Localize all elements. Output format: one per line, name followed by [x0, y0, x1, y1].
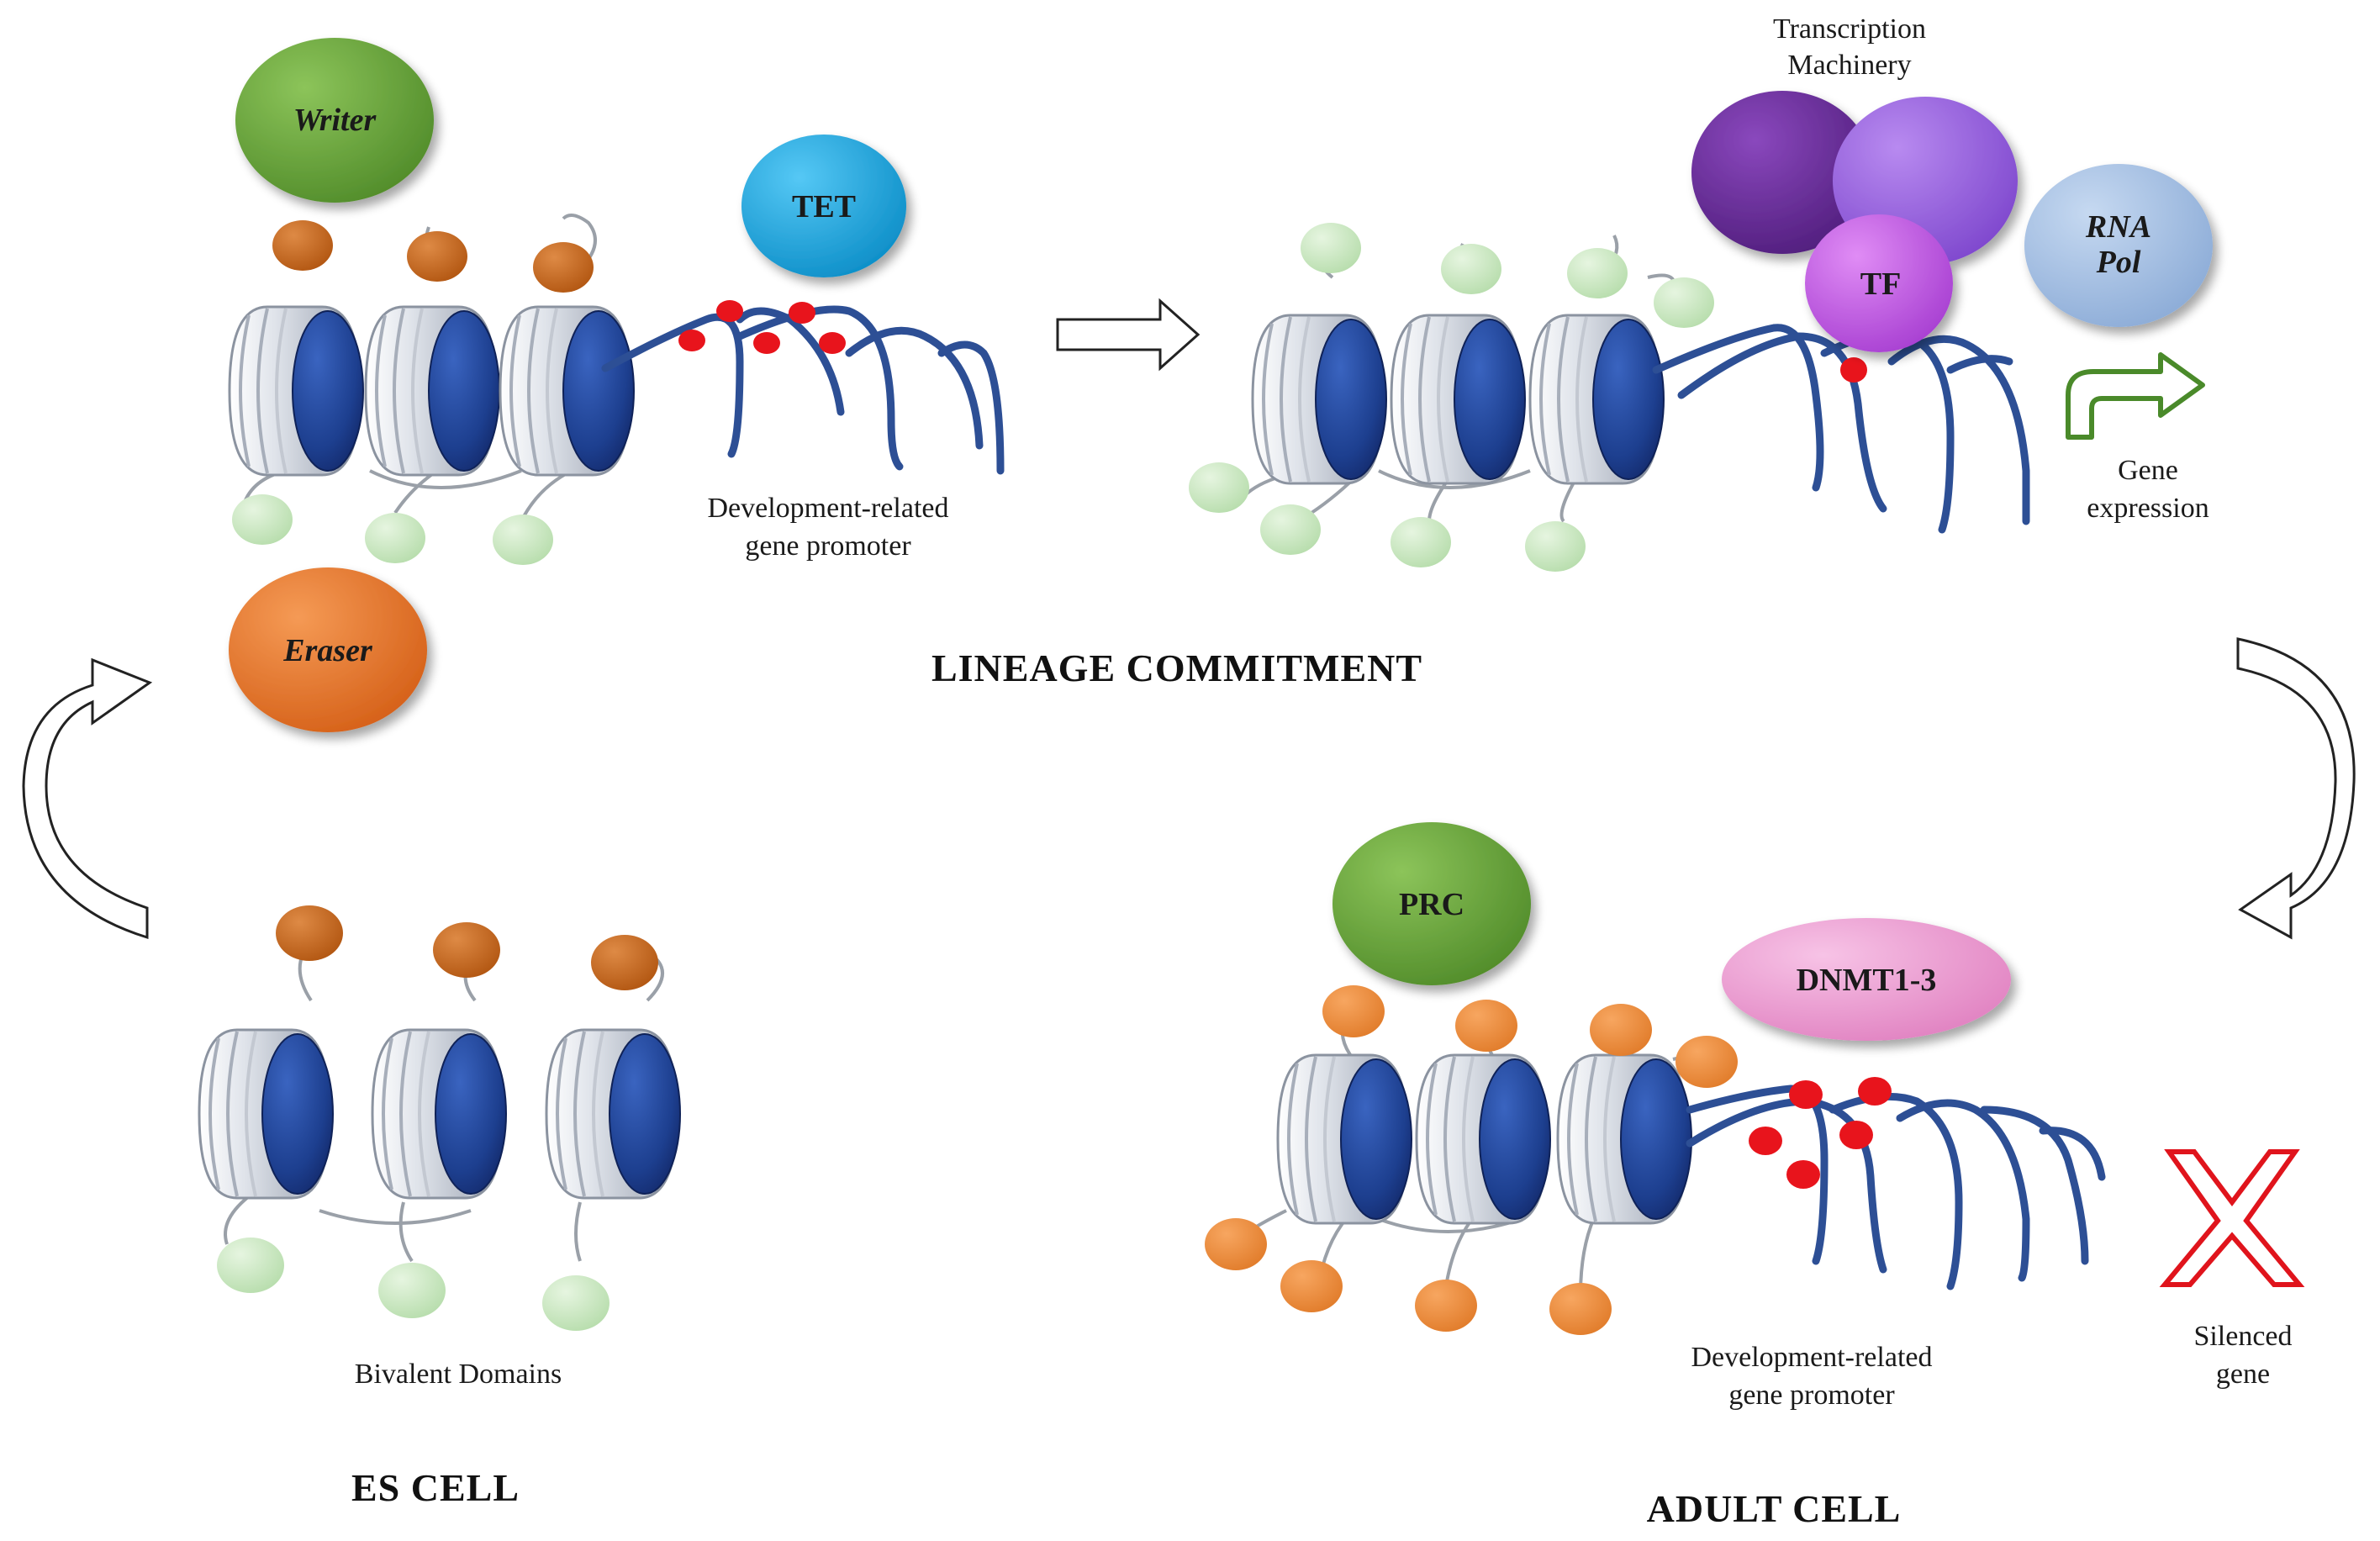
transition-arrow-down-right [2236, 637, 2356, 940]
nucleosome-br-2 [1415, 1053, 1552, 1225]
lineage-commitment-title: LINEAGE COMMITMENT [931, 646, 1422, 689]
prc-protein [1332, 822, 1531, 985]
rna-pol-label-line1: RNA [2085, 209, 2151, 245]
panel-top-right: TF RNA Pol Transcription Machinery Gene … [1189, 13, 2213, 572]
nucleosome-tr-2 [1390, 314, 1527, 485]
nucleosome-bl-1 [198, 1028, 335, 1200]
gene-expression-arrow [2066, 352, 2205, 440]
repressive-marks-bottom-left [276, 905, 658, 990]
active-marks-bottom-left [217, 1238, 610, 1331]
transcription-machinery-left [1691, 91, 1873, 254]
repressive-marks-top-left [272, 220, 594, 293]
active-marks-top-left [232, 494, 553, 565]
promoter-bottom-label-line1: Development-related [1691, 1342, 1933, 1373]
writer-protein [235, 38, 434, 203]
panel-bottom-right: PRC DNMT1-3 Silenced gene Development-re… [1205, 822, 2305, 1530]
dna-bottom-right [1686, 1085, 2106, 1290]
transition-arrow-right [1056, 298, 1201, 372]
transcription-machinery-label-line2: Machinery [1787, 50, 1911, 81]
writer-label: Writer [293, 103, 377, 138]
gene-expression-label-line1: Gene [2118, 455, 2178, 486]
rna-pol-label-line2: Pol [2096, 245, 2141, 280]
promoter-top-label-line2: gene promoter [745, 530, 911, 562]
dnmt-label: DNMT1-3 [1797, 963, 1937, 998]
rna-pol-protein [2024, 164, 2213, 327]
transition-arrow-up-left [22, 657, 153, 940]
promoter-top-label-line1: Development-related [708, 493, 949, 524]
repressive-marks-bottom-right [1205, 985, 1738, 1335]
nucleosome-tr-3 [1528, 314, 1665, 485]
nucleosome-br-3 [1556, 1053, 1693, 1225]
nucleosome-tl-3 [499, 305, 636, 477]
eraser-protein [229, 567, 427, 732]
methyl-marks-top-left [678, 300, 846, 354]
promoter-bottom-label-line2: gene promoter [1728, 1380, 1895, 1411]
es-cell-title: ES CELL [351, 1466, 520, 1509]
prc-label: PRC [1399, 887, 1464, 922]
silenced-gene-label-line1: Silenced [2193, 1321, 2292, 1352]
nucleosome-tl-2 [364, 305, 501, 477]
silenced-cross-icon [2159, 1149, 2305, 1287]
eraser-label: Eraser [282, 633, 373, 668]
nucleosome-bl-2 [371, 1028, 508, 1200]
gene-expression-label-line2: expression [2087, 493, 2208, 524]
dnmt-protein [1722, 918, 2011, 1041]
dna-top-right [1652, 324, 2030, 534]
tet-protein [741, 135, 906, 277]
nucleosome-bl-3 [545, 1028, 682, 1200]
bivalent-domains-label: Bivalent Domains [355, 1359, 562, 1390]
methyl-mark-tr [1840, 357, 1867, 383]
adult-cell-title: ADULT CELL [1647, 1487, 1902, 1530]
dna-top-left [601, 305, 1005, 475]
tf-protein [1805, 214, 1953, 352]
active-marks-top-right [1189, 223, 1714, 572]
tet-label: TET [792, 189, 856, 224]
nucleosome-tr-1 [1251, 314, 1388, 485]
nucleosome-br-1 [1276, 1053, 1413, 1225]
nucleosome-tl-1 [228, 305, 365, 477]
methyl-marks-bottom-right [1749, 1077, 1892, 1189]
panel-bottom-left: Bivalent Domains ES CELL [198, 905, 682, 1509]
panel-top-left: Writer TET Eraser Development-related ge… [228, 38, 1005, 732]
silenced-gene-label-line2: gene [2216, 1359, 2270, 1390]
tf-label: TF [1860, 267, 1902, 302]
transcription-machinery-label-line1: Transcription [1773, 13, 1926, 45]
